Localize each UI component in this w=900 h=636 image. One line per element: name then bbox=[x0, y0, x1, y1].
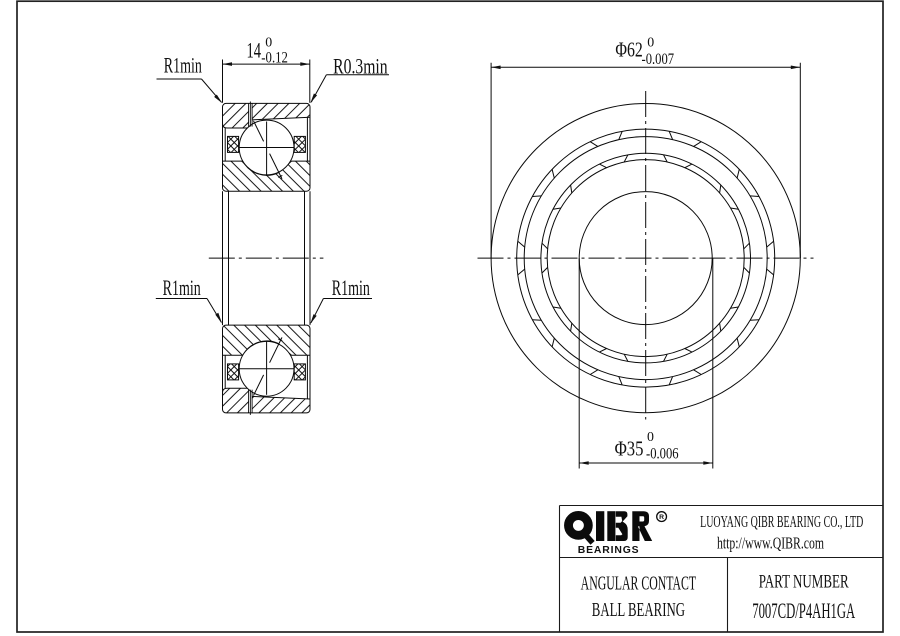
svg-text:0: 0 bbox=[647, 35, 654, 50]
svg-text:R0.3min: R0.3min bbox=[333, 55, 388, 79]
svg-text:0: 0 bbox=[647, 430, 654, 445]
svg-text:BALL BEARING: BALL BEARING bbox=[592, 598, 685, 621]
svg-text:-0.006: -0.006 bbox=[646, 445, 679, 462]
svg-text:14: 14 bbox=[247, 39, 262, 64]
svg-text:Φ35: Φ35 bbox=[615, 438, 644, 461]
svg-text:PART NUMBER: PART NUMBER bbox=[759, 570, 849, 592]
svg-text:http://www.QIBR.com: http://www.QIBR.com bbox=[717, 535, 825, 554]
svg-text:R1min: R1min bbox=[164, 53, 202, 77]
svg-text:-0.12: -0.12 bbox=[261, 49, 288, 66]
svg-text:7007CD/P4AH1GA: 7007CD/P4AH1GA bbox=[752, 598, 855, 622]
svg-text:ANGULAR CONTACT: ANGULAR CONTACT bbox=[581, 571, 696, 594]
svg-text:Φ62: Φ62 bbox=[615, 38, 642, 62]
svg-text:0: 0 bbox=[265, 36, 272, 51]
svg-text:R1min: R1min bbox=[163, 276, 201, 300]
svg-text:-0.007: -0.007 bbox=[642, 51, 675, 68]
svg-text:R: R bbox=[659, 514, 664, 521]
svg-text:R1min: R1min bbox=[332, 276, 370, 300]
svg-text:BEARINGS: BEARINGS bbox=[578, 545, 640, 556]
svg-text:LUOYANG QIBR BEARING CO., LTD: LUOYANG QIBR BEARING CO., LTD bbox=[700, 512, 863, 530]
